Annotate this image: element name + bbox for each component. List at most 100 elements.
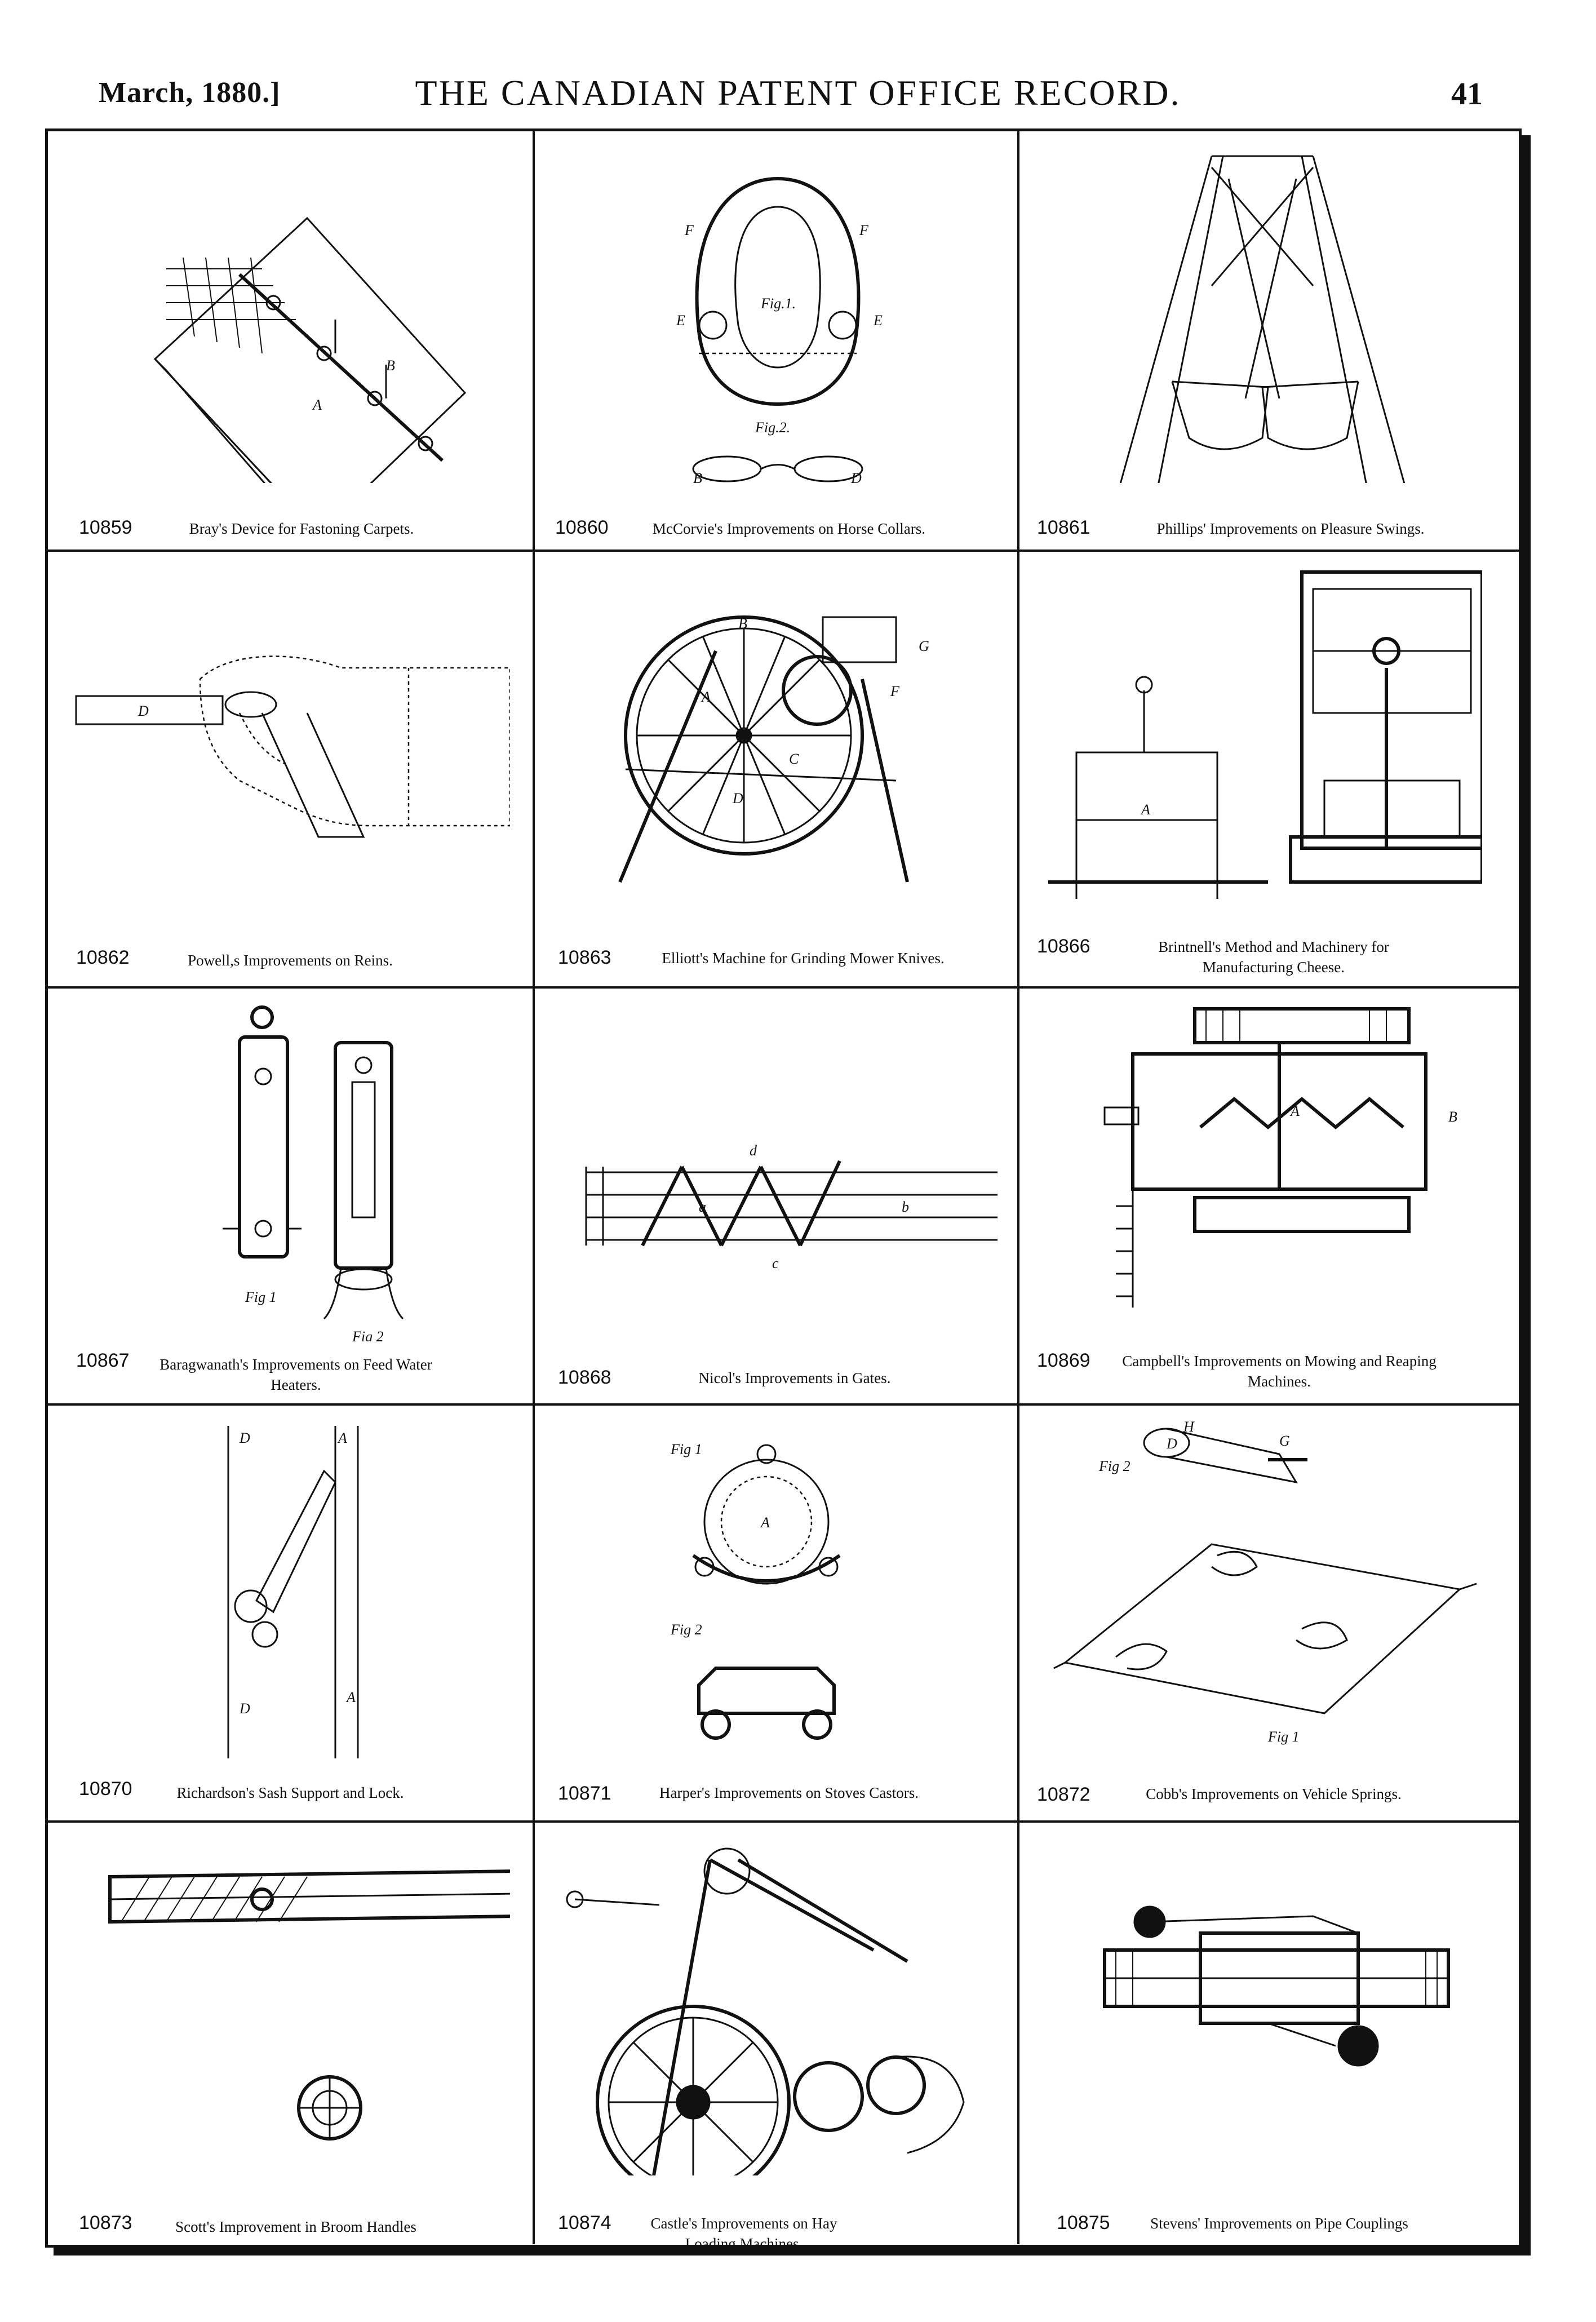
svg-text:Fig 1: Fig 1	[245, 1289, 277, 1305]
svg-text:Fig.2.: Fig.2.	[755, 419, 790, 436]
svg-text:G: G	[1279, 1433, 1290, 1449]
svg-text:B: B	[738, 615, 747, 632]
patent-caption: Baragwanath's Improvements on Feed Water…	[159, 1356, 432, 1393]
water-heater-figure: Fig 1 Fig 2	[223, 1005, 404, 1341]
patent-number: 10867	[76, 1350, 130, 1371]
svg-text:A: A	[345, 1689, 356, 1705]
page-header: March, 1880.] THE CANADIAN PATENT OFFICE…	[0, 0, 1596, 130]
gate-figure: d a b c	[585, 1142, 998, 1271]
svg-text:E: E	[676, 312, 685, 329]
patent-caption: McCorvie's Improvements on Horse Collars…	[652, 520, 926, 537]
patent-number: 10860	[555, 517, 609, 538]
patent-caption: Powell,s Improvements on Reins.	[188, 952, 393, 969]
svg-text:D: D	[239, 1700, 250, 1717]
svg-text:Fig.1.: Fig.1.	[760, 295, 796, 312]
grid-divider-horizontal-4	[48, 1820, 1519, 1823]
svg-text:c: c	[772, 1255, 779, 1271]
grid-divider-horizontal-2	[48, 986, 1519, 989]
publication-title: THE CANADIAN PATENT OFFICE RECORD.	[415, 73, 1181, 113]
patent-number: 10873	[79, 2212, 132, 2234]
patent-number: 10861	[1037, 517, 1090, 538]
svg-text:Fig 2: Fig 2	[670, 1621, 702, 1638]
patent-caption: Cobb's Improvements on Vehicle Springs.	[1146, 1785, 1402, 1802]
svg-text:D: D	[138, 703, 149, 719]
svg-text:b: b	[902, 1199, 909, 1215]
svg-text:F: F	[684, 222, 694, 238]
svg-text:G: G	[919, 638, 929, 654]
patent-number: 10874	[558, 2212, 611, 2234]
svg-text:B: B	[1448, 1109, 1457, 1125]
patent-number: 10869	[1037, 1350, 1090, 1371]
patent-number: 10875	[1057, 2212, 1110, 2234]
patent-caption: Brintnell's Method and Machinery for Man…	[1158, 938, 1389, 976]
patent-cell-10872: Fig 2 H G D Fig 1 10872 Cobb's Improvement…	[1020, 1406, 1506, 1823]
svg-text:A: A	[337, 1430, 347, 1446]
page-number: 41	[1451, 77, 1483, 112]
reins-figure: D	[75, 655, 510, 838]
svg-text:H: H	[1183, 1420, 1195, 1435]
sash-lock-figure: D A D A	[227, 1426, 359, 1758]
patent-caption: Stevens' Improvements on Pipe Couplings	[1150, 2215, 1408, 2232]
patent-number: 10868	[558, 1367, 611, 1388]
grid-divider-horizontal-1	[48, 550, 1519, 552]
svg-text:Fig 2: Fig 2	[352, 1328, 384, 1341]
patent-cell-10875: 10875 Stevens' Improvements on Pipe Coup…	[1020, 1823, 1506, 2240]
grid-divider-vertical-2	[1017, 131, 1019, 2244]
patent-number: 10863	[558, 947, 611, 968]
patent-cell-10863: B A C D G F 10863 Elliott's Machine for Gri…	[535, 552, 1021, 969]
svg-text:A: A	[1289, 1103, 1300, 1119]
patent-caption: Harper's Improvements on Stoves Castors.	[659, 1784, 919, 1801]
grinding-machine-figure: B A C D G F	[618, 615, 929, 883]
svg-text:Fig 1: Fig 1	[1267, 1729, 1300, 1745]
svg-text:C: C	[789, 751, 799, 767]
frame-shadow-right	[1522, 135, 1531, 2255]
carpet-fastener-figure: AB	[153, 216, 467, 483]
svg-text:A: A	[1140, 801, 1150, 818]
patent-cell-10868: d a b c 10868 Nicol's Improvements in Gate…	[535, 989, 1021, 1406]
patent-cell-10873: 10873 Scott's Improvement in Broom Handl…	[48, 1823, 534, 2240]
svg-text:A: A	[701, 689, 711, 705]
patent-cell-10866: A 10866 Brintnell's Method and Machinery…	[1020, 552, 1506, 976]
svg-text:B: B	[386, 357, 395, 374]
stove-castor-figure: Fig 1A Fig 2	[670, 1441, 841, 1740]
patent-caption: Phillips' Improvements on Pleasure Swing…	[1156, 520, 1425, 537]
patent-number: 10859	[79, 517, 132, 538]
patent-caption: Nicol's Improvements in Gates.	[698, 1370, 891, 1386]
patent-cell-10867: Fig 1 Fig 2 10867 Baragwanath's Improveme…	[48, 989, 534, 1406]
svg-text:D: D	[850, 470, 862, 483]
svg-text:E: E	[873, 312, 883, 329]
svg-text:Fig 2: Fig 2	[1098, 1458, 1130, 1474]
patent-cell-10862: D 10862 Powell,s Improvements on Reins.	[48, 552, 534, 969]
patent-number: 10872	[1037, 1784, 1090, 1805]
svg-text:Fig 1: Fig 1	[670, 1441, 702, 1457]
broom-handle-figure	[108, 1869, 510, 2141]
patent-caption: Richardson's Sash Support and Lock.	[176, 1784, 404, 1801]
cheese-machinery-figure: A	[1048, 570, 1482, 899]
patent-caption: Elliott's Machine for Grinding Mower Kni…	[662, 950, 945, 967]
frame-shadow-bottom	[54, 2245, 1531, 2255]
svg-text:d: d	[750, 1142, 757, 1159]
patent-number: 10871	[558, 1783, 611, 1804]
svg-text:D: D	[1166, 1435, 1177, 1452]
svg-text:F: F	[859, 222, 869, 238]
svg-text:D: D	[732, 790, 743, 807]
svg-text:F: F	[890, 683, 900, 699]
patent-number: 10866	[1037, 936, 1090, 957]
patent-cell-10861: 10861 Phillips' Improvements on Pleasure…	[1020, 131, 1506, 548]
patent-cell-10874: 10874 Castle's Improvements on Hay Loadi…	[535, 1823, 1021, 2252]
patent-caption: Campbell's Improvements on Mowing and Re…	[1122, 1353, 1437, 1390]
svg-text:A: A	[312, 397, 322, 413]
hay-loader-figure	[566, 1847, 965, 2175]
svg-text:a: a	[699, 1199, 706, 1215]
pipe-coupling-figure	[1103, 1906, 1450, 2067]
grid-divider-vertical-1	[533, 131, 535, 2244]
svg-text:D: D	[239, 1430, 250, 1446]
patent-caption: Castle's Improvements on Hay Loading Mac…	[650, 2215, 837, 2252]
